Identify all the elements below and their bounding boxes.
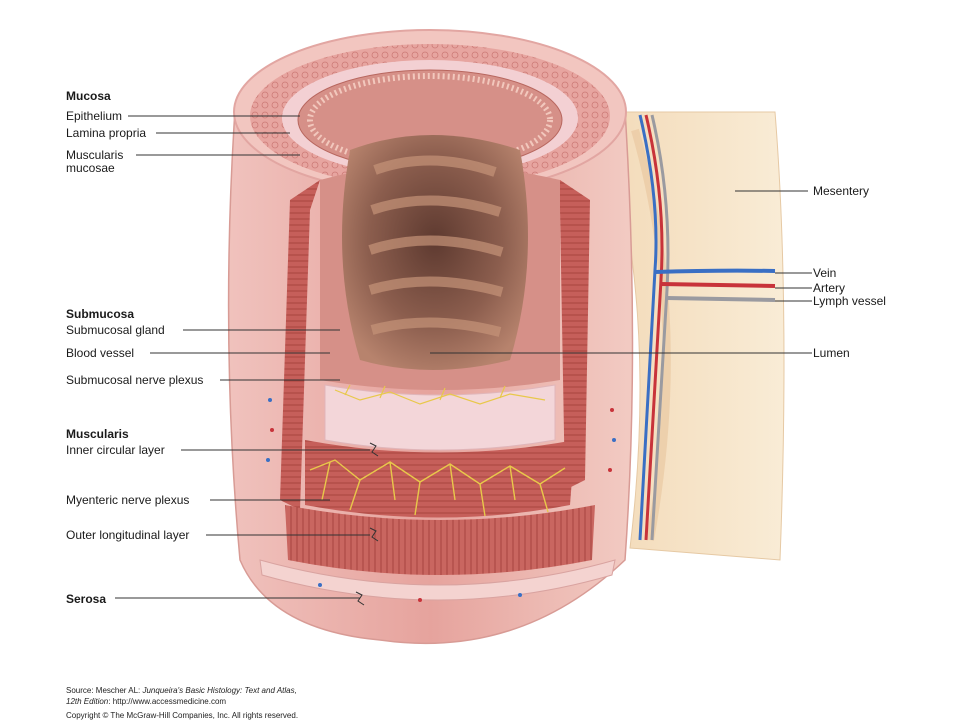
label-blood-vessel: Blood vessel <box>66 346 135 360</box>
label-submucosa: Submucosa <box>66 307 135 321</box>
serosa-edge <box>259 559 616 601</box>
lymph-vessel <box>650 114 670 541</box>
inner-circular-band <box>305 440 575 518</box>
label-lymph-vessel: Lymph vessel <box>813 294 886 308</box>
label-mesentery: Mesentery <box>813 184 870 198</box>
label-muscularis: Muscularis <box>66 427 129 441</box>
leader-lines <box>115 115 812 599</box>
submucosa-band <box>324 384 556 451</box>
serosa-dots <box>266 398 616 602</box>
lumen-folds <box>368 155 504 337</box>
lumen-core <box>342 135 528 370</box>
label-submucosal-gland: Submucosal gland <box>66 323 165 337</box>
submucosal-plexus-lines <box>334 384 546 405</box>
outer-longitudinal-band <box>285 505 595 575</box>
source-url: : http://www.accessmedicine.com <box>108 697 227 706</box>
source-prefix: Source: Mescher AL: <box>66 686 143 695</box>
artery-vessel <box>644 114 664 541</box>
myenteric-plexus-lines <box>309 459 566 517</box>
label-artery: Artery <box>813 281 846 295</box>
label-mucosa: Mucosa <box>66 89 111 103</box>
vessel-branch-lymph <box>666 296 776 302</box>
label-inner-circular-layer: Inner circular layer <box>66 443 165 457</box>
vessel-branch-artery <box>660 282 776 288</box>
bracket-marks <box>355 442 379 606</box>
label-submucosal-nerve-plexus: Submucosal nerve plexus <box>66 373 204 387</box>
label-vein: Vein <box>813 266 837 280</box>
source-book: Junqueira's Basic Histology: Text and At… <box>142 686 297 695</box>
label-lumen: Lumen <box>813 346 850 360</box>
vein-vessel <box>638 114 658 541</box>
source-line-2: 12th Edition: http://www.accessmedicine.… <box>66 697 226 707</box>
label-lamina-propria: Lamina propria <box>66 126 147 140</box>
source-copyright: Copyright © The McGraw-Hill Companies, I… <box>66 711 299 720</box>
vessel-branch-vein <box>654 268 776 274</box>
label-outer-longitudinal-layer: Outer longitudinal layer <box>66 528 190 542</box>
source-line-1: Source: Mescher AL: Junqueira's Basic Hi… <box>66 686 297 696</box>
source-edition: 12th Edition <box>66 697 109 706</box>
label-muscularis-mucosae-1: Muscularis <box>66 148 124 162</box>
label-epithelium: Epithelium <box>66 109 123 123</box>
label-muscularis-mucosae-2: mucosae <box>66 161 115 175</box>
label-serosa: Serosa <box>66 592 107 606</box>
cutaway-wall-right <box>560 180 590 490</box>
cutaway-wall-left <box>280 180 320 510</box>
label-myenteric-nerve-plexus: Myenteric nerve plexus <box>66 493 190 507</box>
